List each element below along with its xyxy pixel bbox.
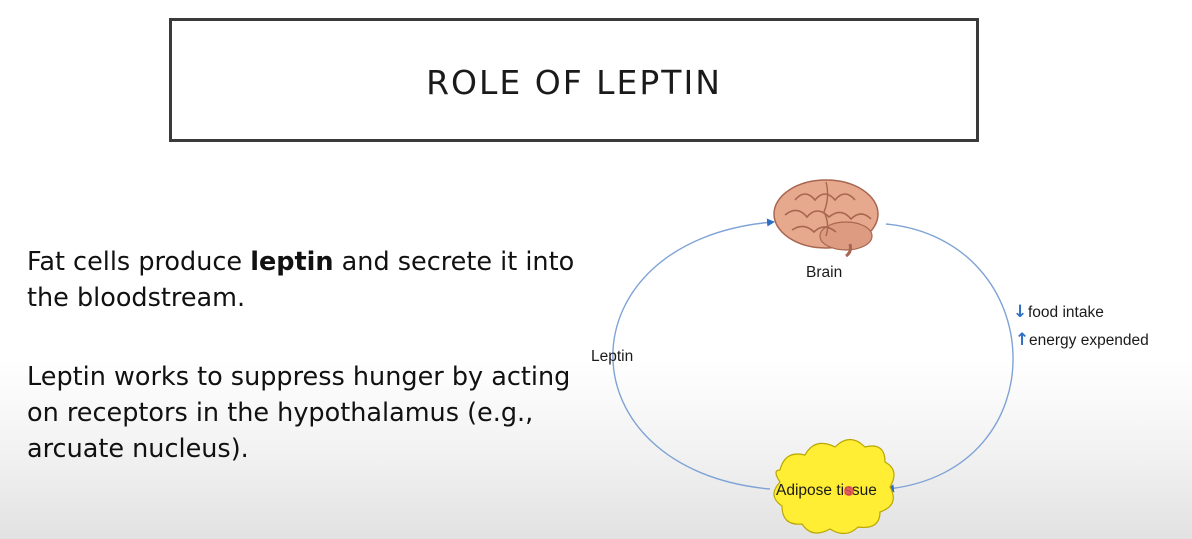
cursor-pointer-icon <box>844 486 854 496</box>
leptin-label: Leptin <box>591 348 634 365</box>
paragraph1-after: and secrete it into the bloodstream. <box>27 247 575 313</box>
brain-to-adipose-arc <box>885 223 1014 493</box>
brain-icon <box>773 179 879 258</box>
paragraph-leptin-action: Leptin works to suppress hunger by actin… <box>27 362 571 464</box>
leptin-pathway-arc <box>612 218 775 490</box>
paragraph-leptin-production: Fat cells produce leptin and secrete it … <box>27 244 587 316</box>
paragraph1-before: Fat cells produce <box>27 247 251 277</box>
food-intake-label: food intake <box>1028 304 1104 321</box>
adipose-tissue-label: Adipose tissue <box>776 482 877 499</box>
adipose-cloud-icon <box>773 438 895 535</box>
energy-expended-label: energy expended <box>1029 332 1149 349</box>
title-box: ROLE OF LEPTIN <box>169 18 979 142</box>
up-arrow-icon: ↑ <box>1015 330 1030 350</box>
leptin-bold: leptin <box>250 247 334 277</box>
down-arrow-icon: ↓ <box>1013 302 1028 322</box>
slide-title: ROLE OF LEPTIN <box>426 62 722 102</box>
brain-label: Brain <box>806 264 843 281</box>
